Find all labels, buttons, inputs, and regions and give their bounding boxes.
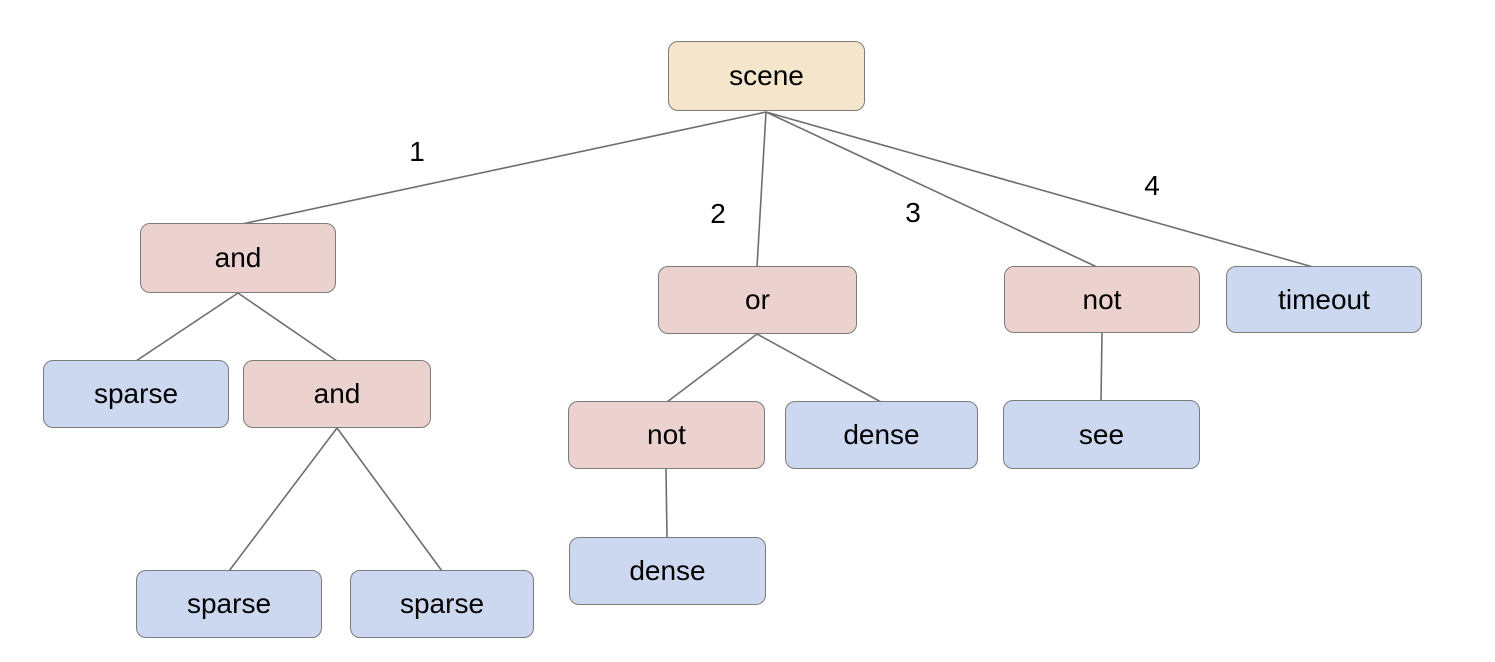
node-dense-2: dense: [569, 537, 766, 605]
edge-label-1: 1: [409, 136, 425, 167]
edge-not2-dense: [665, 468, 668, 539]
edge-or-dense: [756, 333, 882, 403]
node-dense-1: dense: [785, 401, 978, 469]
node-and-1: and: [140, 223, 336, 293]
node-and-2: and: [243, 360, 431, 428]
node-sparse-2: sparse: [136, 570, 322, 638]
edge-and-and: [237, 292, 338, 362]
edge-scene-or: [756, 111, 767, 268]
edge-and2-sparse-r: [336, 427, 443, 572]
edge-label-3: 3: [905, 197, 921, 228]
node-scene: scene: [668, 41, 865, 111]
node-not-2: not: [568, 401, 765, 469]
node-see: see: [1003, 400, 1200, 469]
node-sparse-1: sparse: [43, 360, 229, 428]
node-not-1: not: [1004, 266, 1200, 333]
edge-and-sparse: [135, 292, 239, 362]
node-or: or: [658, 266, 857, 334]
edge-scene-and: [241, 111, 767, 225]
edge-not1-see: [1100, 332, 1103, 402]
edge-label-4: 4: [1144, 170, 1160, 201]
edge-label-2: 2: [710, 198, 726, 229]
node-sparse-3: sparse: [350, 570, 534, 638]
node-timeout: timeout: [1226, 266, 1422, 333]
edge-and2-sparse-l: [228, 427, 338, 572]
edge-scene-timeout: [765, 111, 1314, 268]
edge-scene-not: [765, 111, 1098, 268]
edge-or-not: [666, 333, 758, 403]
